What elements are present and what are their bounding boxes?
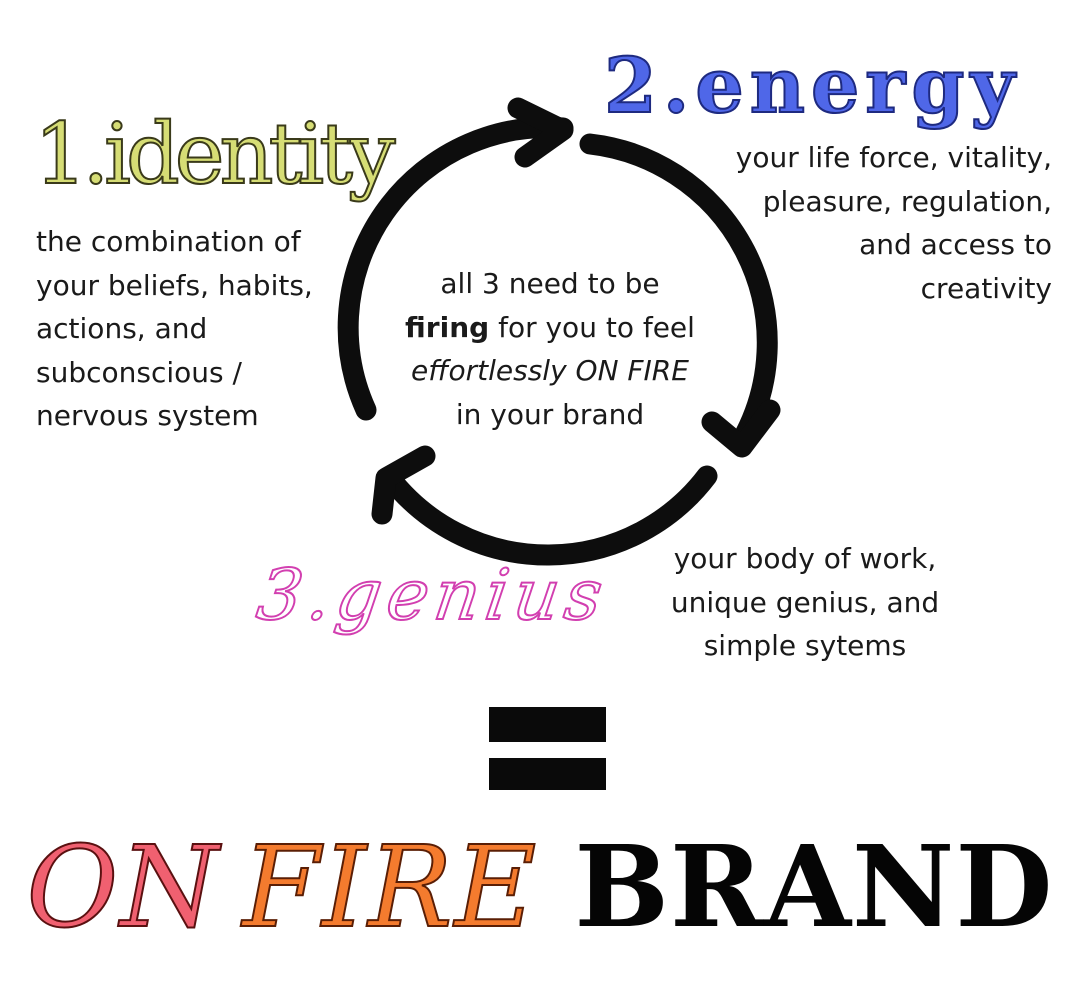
identity-line: actions, and [36,312,208,345]
genius-line: unique genius, and [670,585,940,619]
identity-line: nervous system [36,399,259,432]
energy-line: creativity [920,271,1052,305]
footer-brand: BRAND [574,822,1054,953]
center-line-4: in your brand [455,397,645,431]
arrowhead-left [371,445,436,525]
identity-line: the combination of [36,225,301,258]
energy-description: your life force, vitality, pleasure, reg… [736,136,1052,310]
energy-line: and access to [859,228,1052,261]
equals-bar-bottom [489,758,606,790]
identity-line: your beliefs, habits, [36,268,313,302]
energy-line: your life force, vitality, [735,141,1052,174]
identity-heading: 1.identity [33,105,396,203]
arrowhead-top [507,97,574,168]
arrowhead-right [701,399,781,458]
genius-line: your body of work, [673,542,937,575]
center-line-3: effortlessly ON FIRE [411,354,689,387]
identity-description: the combination of your beliefs, habits,… [36,220,313,438]
footer-on: ON [25,823,221,953]
center-line-2: firing for you to feel [385,306,715,350]
center-line-2-rest: for you to feel [489,310,695,344]
energy-heading: 2.energy [603,41,1021,130]
genius-line: simple sytems [703,629,907,662]
firing-emphasis: firing [405,310,490,344]
identity-line: subconscious / [36,355,242,389]
equals-bar-top [489,707,606,742]
center-message: all 3 need to be firing for you to feel … [385,262,715,436]
genius-heading: 3.genius [251,553,614,637]
genius-description: your body of work, unique genius, and si… [640,537,970,668]
footer-fire: FIRE [241,823,539,953]
energy-line: pleasure, regulation, [762,184,1052,218]
center-line-1: all 3 need to be [440,267,660,300]
